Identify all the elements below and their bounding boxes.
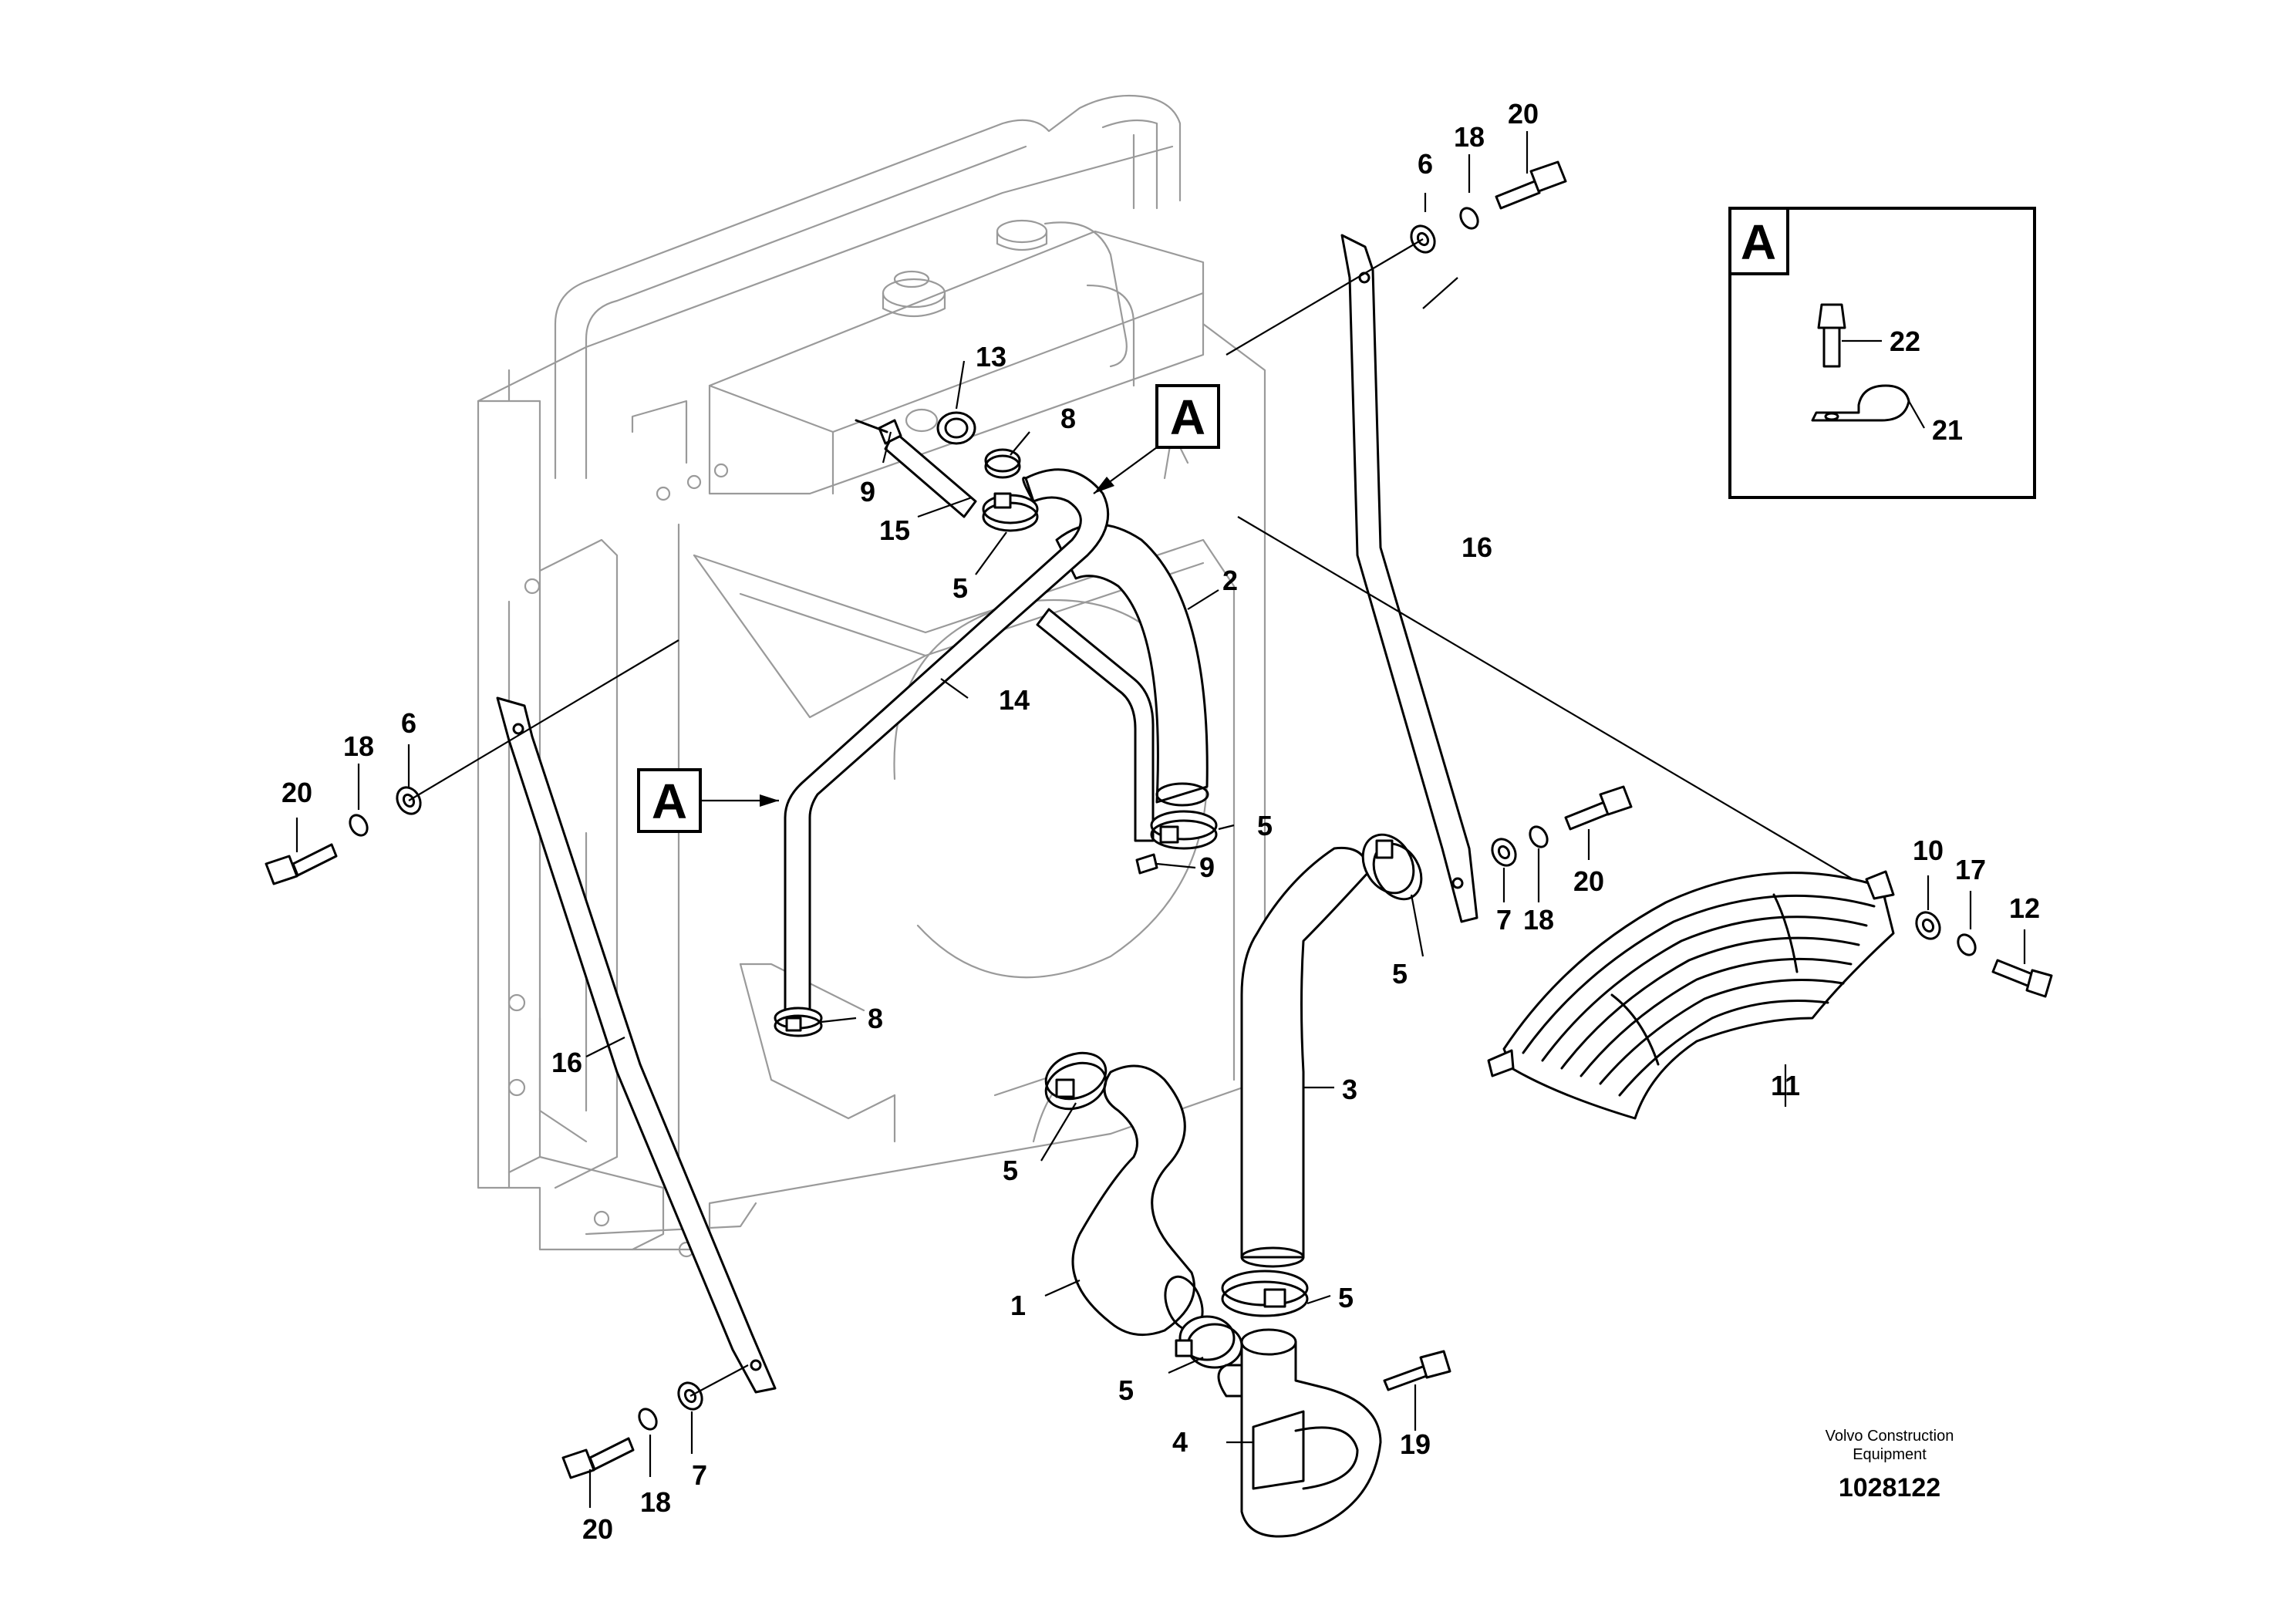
label-13: 13: [976, 341, 1006, 373]
leader-lines: [295, 131, 2026, 1508]
label-5: 5: [1338, 1282, 1354, 1313]
hardware-right-mid: [1491, 785, 1633, 867]
label-9: 9: [1199, 851, 1215, 883]
hardware-left-bottom: [561, 1364, 749, 1479]
clamp-5-mid: [1150, 810, 1218, 850]
label-4: 4: [1172, 1426, 1188, 1458]
label-5: 5: [1392, 958, 1408, 990]
label-18: 18: [343, 730, 374, 762]
clamp-8-upper: [984, 448, 1021, 479]
label-7: 7: [1496, 904, 1512, 936]
brace-16-right: [1340, 234, 1478, 923]
drawing-number: 1028122: [1839, 1473, 1940, 1502]
label-18: 18: [640, 1486, 671, 1518]
label-1: 1: [1010, 1290, 1026, 1321]
detail-ref-a-top: A: [1093, 384, 1220, 494]
clamp-5-hose3-bottom: [1221, 1270, 1309, 1317]
brand-line-2: Equipment: [1853, 1446, 1927, 1463]
hardware-upper-right: [1226, 160, 1567, 356]
detail-ref-a-left: A: [637, 768, 779, 833]
label-9: 9: [860, 476, 875, 508]
hardware-left-mid: [265, 639, 679, 885]
label-6: 6: [1418, 148, 1433, 180]
clamp-9-upper: [855, 419, 902, 445]
label-16: 16: [551, 1047, 582, 1078]
bolt-19: [1383, 1350, 1451, 1391]
clamp-5-upper: [982, 492, 1039, 532]
svg-text:A: A: [652, 774, 687, 829]
label-20: 20: [1508, 98, 1539, 130]
label-8: 8: [868, 1003, 883, 1034]
clamp-5-hose1-bottom: [1175, 1315, 1243, 1369]
clamp-5-hose3-top: [1361, 833, 1423, 901]
label-18: 18: [1523, 904, 1554, 936]
label-5: 5: [1257, 810, 1273, 841]
label-17: 17: [1955, 854, 1986, 885]
callout-labels: 13 8 9 15 5 2 14 5 9 8 5 3 5 1 5 5 4 19 …: [282, 98, 2040, 1545]
fan-guard-11: [1487, 870, 1895, 1120]
clamp-8-lower: [774, 1007, 823, 1037]
label-16: 16: [1462, 531, 1492, 563]
clamp-9-mid: [1135, 853, 1158, 875]
label-22: 22: [1890, 325, 1920, 357]
label-15: 15: [879, 514, 910, 546]
label-8: 8: [1060, 403, 1076, 434]
label-20: 20: [582, 1513, 613, 1545]
hose-15-tube: [884, 430, 1155, 842]
detail-box-letter: A: [1741, 214, 1776, 270]
radiator-outline: [477, 94, 1266, 1258]
label-20: 20: [282, 777, 312, 808]
hose-2: [1055, 523, 1209, 807]
brace-16-left: [496, 696, 777, 1394]
label-5: 5: [1003, 1155, 1018, 1186]
clamp-5-hose1-top: [1044, 1051, 1108, 1111]
label-3: 3: [1342, 1074, 1357, 1105]
label-18: 18: [1454, 121, 1485, 153]
hose-3: [1240, 846, 1371, 1268]
svg-text:A: A: [1170, 389, 1205, 445]
footer: Volvo Construction Equipment 1028122: [1826, 1428, 1954, 1502]
label-7: 7: [692, 1459, 707, 1491]
label-6: 6: [401, 707, 416, 739]
label-5: 5: [1118, 1374, 1134, 1406]
label-10: 10: [1913, 835, 1944, 866]
label-21: 21: [1932, 414, 1963, 446]
label-19: 19: [1400, 1428, 1431, 1460]
detail-view-a: A: [1728, 207, 2036, 499]
label-14: 14: [999, 684, 1030, 716]
hose-1: [1071, 1064, 1204, 1337]
label-20: 20: [1573, 865, 1604, 897]
label-11: 11: [1771, 1070, 1800, 1101]
fitting-13: [905, 408, 976, 445]
label-5: 5: [952, 572, 968, 604]
hardware-fan-guard: [1237, 516, 2053, 998]
label-2: 2: [1222, 565, 1238, 596]
pipe-4: [1217, 1328, 1382, 1538]
label-12: 12: [2009, 892, 2040, 924]
brand-line-1: Volvo Construction: [1826, 1428, 1954, 1445]
hose-14-tube: [784, 468, 1110, 1012]
